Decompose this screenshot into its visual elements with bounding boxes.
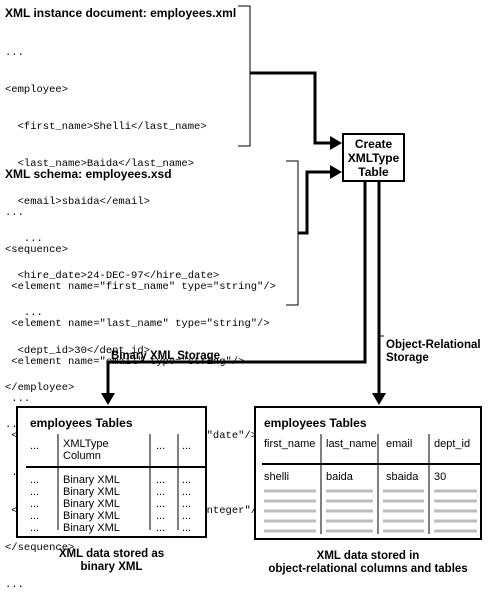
binary-caption-line: XML data stored as xyxy=(58,548,165,560)
binary-header-col4: ... xyxy=(182,440,192,452)
or-caption-line: XML data stored in xyxy=(316,550,420,562)
binary-row-cell: ... xyxy=(156,522,166,534)
xml-doc-code: ... <employee> <first_name>Shelli</last_… xyxy=(5,22,219,444)
binary-row-cell: ... xyxy=(182,474,192,486)
binary-xml-table: employees Tables ... XMLType Column ... … xyxy=(16,406,207,538)
or-table-grid xyxy=(262,434,480,534)
or-table-caption: XML data stored in object-relational col… xyxy=(250,550,486,576)
binary-header-col2-line: XMLType xyxy=(63,438,109,450)
or-gray-rows xyxy=(264,489,477,533)
binary-table-grid xyxy=(26,434,206,530)
code-line: <element name="email" type="string"/> xyxy=(5,355,245,368)
binary-storage-label: Binary XML Storage xyxy=(111,350,221,362)
or-header-last-name: last_name xyxy=(326,438,377,450)
create-box-line: XMLType xyxy=(347,150,400,165)
or-cell-email: sbaida xyxy=(386,471,419,483)
or-cell-last-name: baida xyxy=(326,471,353,483)
xml-schema-title: XML schema: employees.xsd xyxy=(5,167,172,181)
binary-row-cell: Binary XML xyxy=(63,510,120,522)
binary-header-col2-line: Column xyxy=(63,450,101,462)
connector-layer xyxy=(101,5,386,405)
binary-row-cell: Binary XML xyxy=(63,486,120,498)
code-line: <element name="last_name" type="string"/… xyxy=(5,318,270,331)
code-line: ... xyxy=(5,392,31,405)
or-cell-dept-id: 30 xyxy=(434,471,447,483)
code-line: </employee> xyxy=(5,381,75,394)
binary-header-col1: ... xyxy=(30,440,40,452)
binary-row-cell: ... xyxy=(30,522,40,534)
create-box-line: Table xyxy=(358,164,389,179)
code-line: <email>sbaida</email> xyxy=(5,195,150,208)
binary-row-cell: ... xyxy=(156,510,166,522)
binary-row-cell: ... xyxy=(156,498,166,510)
code-line: <employee> xyxy=(5,84,69,97)
binary-row-cell: ... xyxy=(30,498,40,510)
or-header-dept-id: dept_id xyxy=(434,438,471,450)
binary-header-col3: ... xyxy=(156,440,166,452)
doc-to-create-arrow xyxy=(250,71,333,145)
binary-row-cell: ... xyxy=(156,486,166,498)
or-cell-first-name: shelli xyxy=(264,471,290,483)
code-line: ... xyxy=(5,307,43,320)
code-line: ... xyxy=(5,46,24,59)
or-storage-arrowhead xyxy=(372,393,386,405)
binary-row-cell: ... xyxy=(182,510,192,522)
binary-table-caption: XML data stored as binary XML xyxy=(16,548,207,574)
create-box-line: Create xyxy=(354,136,393,151)
schema-bracket xyxy=(286,160,299,306)
binary-row-cell: ... xyxy=(156,474,166,486)
schema-to-create-arrowhead xyxy=(330,165,342,179)
binary-header-col2: XMLType Column xyxy=(63,438,109,462)
binary-row-cell: ... xyxy=(30,474,40,486)
or-storage-label: Object-Relational Storage xyxy=(386,339,481,365)
code-line: ... xyxy=(5,206,24,219)
code-line: <dept_id>30</dept_id> xyxy=(5,344,150,357)
binary-row-cell: Binary XML xyxy=(63,474,120,486)
code-line: ... xyxy=(5,232,43,245)
code-line: <first_name>Shelli</last_name> xyxy=(5,121,207,134)
code-line: <element name="first_name" type="string"… xyxy=(5,281,276,294)
or-table-title: employees Tables xyxy=(264,416,367,430)
or-caption-line: object-relational columns and tables xyxy=(268,563,468,575)
code-line: <sequence> xyxy=(5,244,69,257)
code-line: <hire_date>24-DEC-97</hire_date> xyxy=(5,270,220,283)
object-relational-table: employees Tables first_name last_name em… xyxy=(254,406,482,540)
binary-row-cell: Binary XML xyxy=(63,498,120,510)
binary-row-cell: ... xyxy=(30,486,40,498)
doc-bracket xyxy=(238,5,251,147)
binary-row-cell: ... xyxy=(182,522,192,534)
binary-row-cell: ... xyxy=(30,510,40,522)
binary-row-cell: ... xyxy=(182,486,192,498)
binary-storage-arrow xyxy=(106,182,367,395)
or-storage-label-line: Object-Relational xyxy=(386,339,481,351)
binary-storage-arrowhead xyxy=(101,393,115,405)
xml-doc-title: XML instance document: employees.xml xyxy=(5,6,237,20)
binary-caption-line: binary XML xyxy=(80,561,143,573)
binary-table-title: employees Tables xyxy=(30,416,133,430)
doc-to-create-arrowhead xyxy=(330,136,342,150)
or-storage-label-line: Storage xyxy=(386,352,429,364)
or-header-email: email xyxy=(386,438,413,450)
code-line: </sequence> xyxy=(5,541,75,554)
create-xmltype-table-box: Create XMLType Table xyxy=(342,133,405,182)
code-line: <last_name>Baida</last_name> xyxy=(5,158,195,171)
binary-row-cell: ... xyxy=(182,498,192,510)
or-header-first-name: first_name xyxy=(264,438,316,450)
schema-to-create-arrow xyxy=(298,170,333,235)
binary-row-cell: Binary XML xyxy=(63,522,120,534)
